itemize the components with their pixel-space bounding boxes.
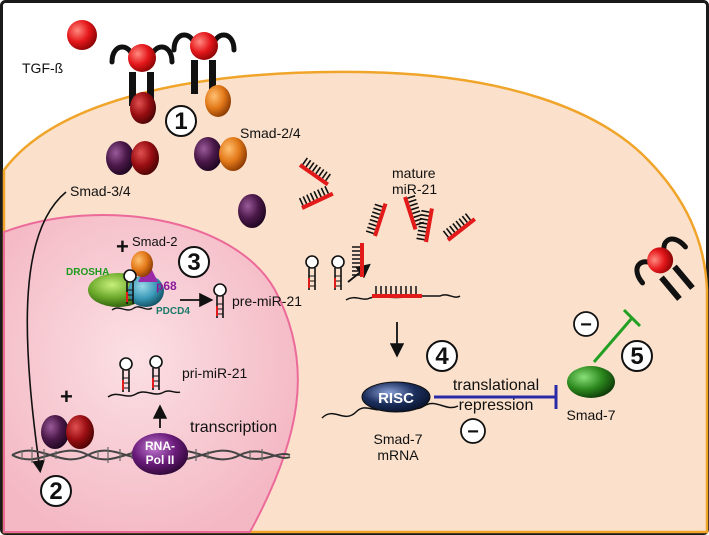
smad-2-right: [219, 137, 247, 171]
step-3-marker: [178, 246, 210, 278]
pri-mir21-transcripts: [107, 355, 181, 398]
tgf-beta-receptor-left: [109, 44, 175, 106]
step-3-plus: +: [116, 234, 129, 259]
repression-inhibition-line: [434, 385, 558, 409]
pdcd4-protein: [128, 275, 164, 307]
smad-2-at-receptor: [205, 85, 231, 117]
smad-2-nuclear: [131, 251, 153, 277]
translational-label: translational: [453, 377, 539, 394]
feedback-minus-sign: −: [580, 314, 592, 336]
smad-3-4-label: Smad-3/4: [70, 183, 131, 199]
mature-mir21-label-line1: mature: [392, 165, 436, 181]
free-smad-4: [238, 194, 266, 228]
tgf-beta-label: TGF-ß: [22, 60, 63, 76]
step-2-number: 2: [49, 478, 62, 505]
step-1-number: 1: [174, 108, 187, 135]
smad7-protein: [567, 366, 615, 398]
p68-label: p68: [156, 279, 177, 293]
dicer-arrow: [347, 263, 371, 283]
drosha-label: DROSHA: [66, 267, 109, 278]
tgf-beta-receptor-membrane-right: [634, 236, 695, 301]
smad7-receptor-inhibition: [592, 308, 642, 363]
microprocessor-hairpin: [111, 269, 153, 311]
repression-label: repression: [459, 397, 534, 414]
step-5-marker: [621, 340, 653, 372]
feedback-minus-marker: [573, 311, 599, 337]
pre-mir21-label: pre-miR-21: [232, 293, 302, 309]
step-5-number: 5: [630, 343, 643, 370]
smad7-label: Smad-7: [566, 407, 615, 423]
step-1-marker: [165, 105, 197, 137]
mature-mir21-label-line2: miR-21: [392, 181, 437, 197]
smad-4-left: [106, 141, 134, 175]
repression-minus-marker: [460, 418, 486, 444]
smad-4-right: [194, 137, 222, 171]
mir21-mrna-binding: [345, 286, 461, 301]
risc-label: RISC: [378, 390, 414, 407]
risc-protein: [361, 381, 431, 413]
pri-mir21-label: pri-miR-21: [182, 365, 248, 381]
nuclear-smad-3: [66, 415, 94, 449]
nuclear-smad-4: [41, 415, 69, 449]
rna-pol-ii: [132, 433, 188, 475]
smad-2-4-label: Smad-2/4: [240, 125, 301, 141]
smad7-mrna-label-line2: mRNA: [377, 447, 419, 463]
step-3-number: 3: [187, 249, 200, 276]
step-4-number: 4: [435, 343, 449, 370]
pdcd4-label: PDCD4: [156, 306, 190, 317]
nuclear-translocation-arrow: [26, 191, 67, 474]
smad7-mrna-label-line1: Smad-7: [373, 431, 422, 447]
tgf-beta-ligand: [67, 20, 97, 50]
step-2-plus: +: [60, 384, 73, 409]
rna-pol-label-line1: RNA-: [145, 439, 175, 453]
transcription-label: transcription: [190, 419, 277, 436]
smad-3-left: [131, 141, 159, 175]
step-2-marker: [40, 475, 72, 507]
smad-2-nuclear-label: Smad-2: [132, 234, 178, 249]
rna-pol-label-line2: Pol II: [146, 453, 175, 467]
smad-3-at-receptor: [130, 92, 156, 124]
repression-minus-sign: −: [467, 421, 479, 443]
tgf-beta-receptor-right: [171, 32, 237, 94]
step-4-marker: [426, 340, 458, 372]
